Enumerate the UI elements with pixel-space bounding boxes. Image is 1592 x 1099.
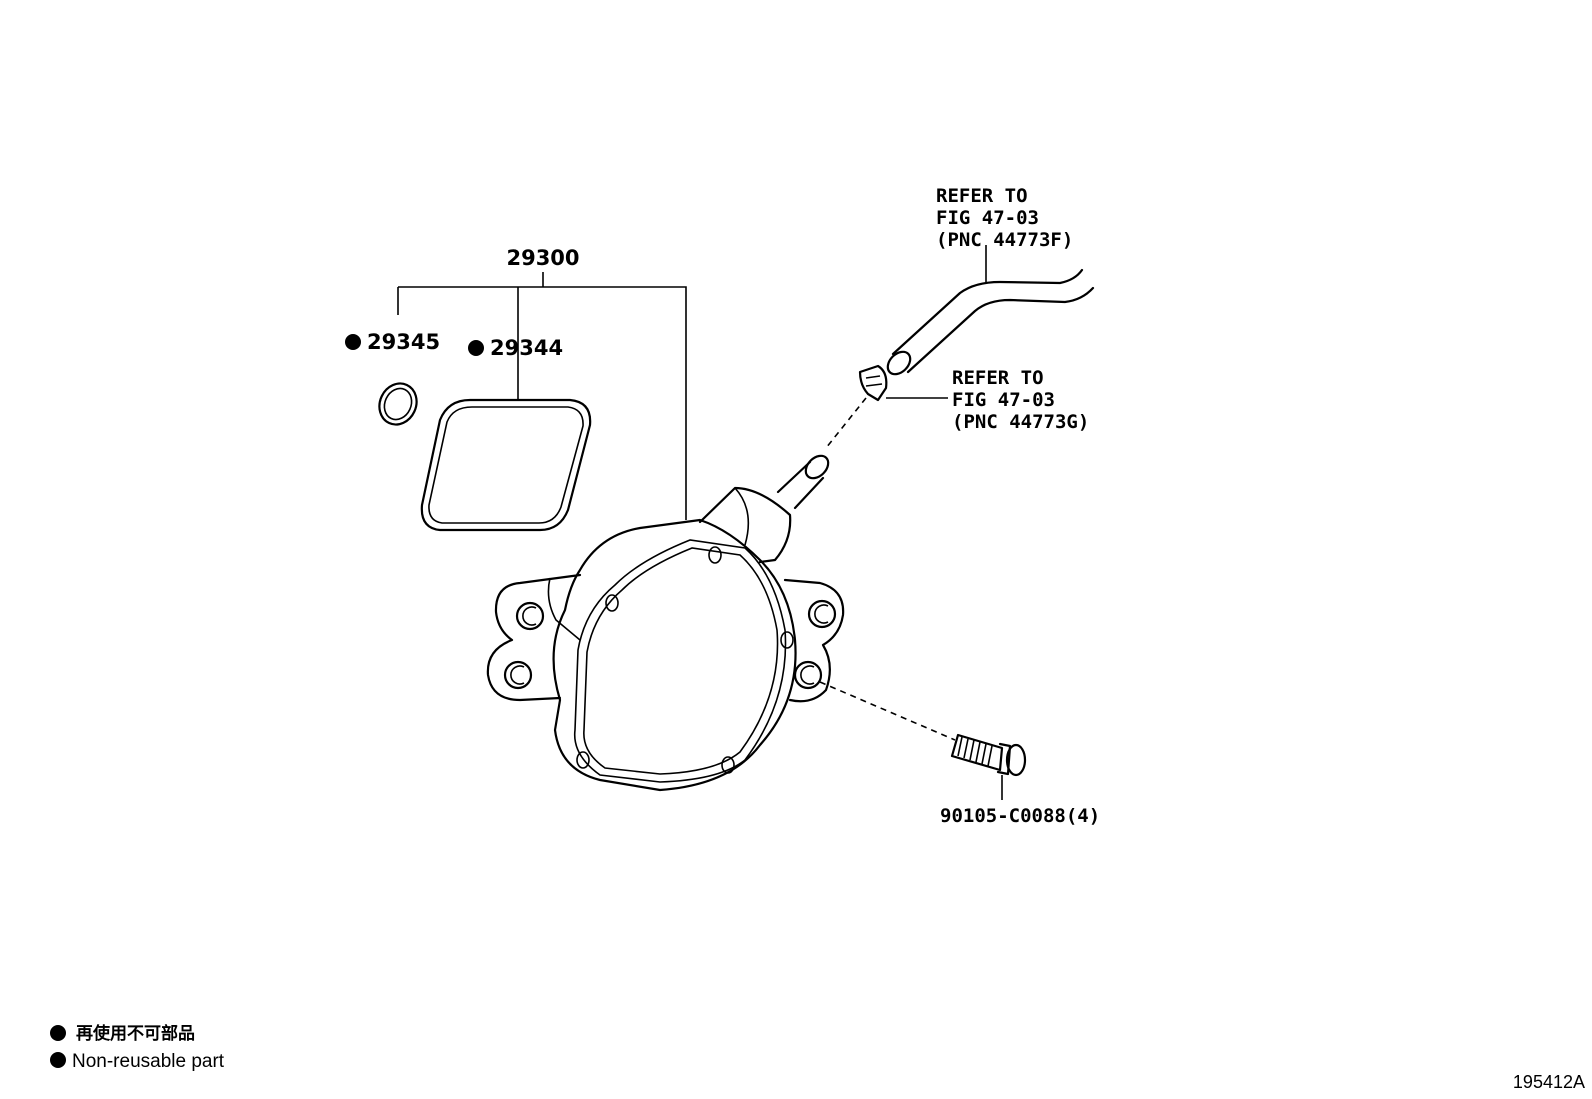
hose-ref-line3: (PNC 44773F)	[936, 229, 1073, 251]
figure-code: 195412A	[1513, 1072, 1585, 1092]
assembly-bracket	[397, 272, 687, 520]
bolt-icon	[819, 681, 1027, 800]
hose-clip-icon	[825, 364, 948, 449]
legend-japanese: 再使用不可部品	[76, 1023, 195, 1044]
hose-ref-line2: FIG 47-03	[936, 207, 1039, 229]
clip-ref-line2: FIG 47-03	[952, 389, 1055, 411]
part-number-29300: 29300	[506, 246, 579, 270]
clip-ref-line1: REFER TO	[952, 367, 1044, 389]
gasket-icon	[420, 398, 592, 532]
non-reusable-marker-icon	[50, 1025, 66, 1041]
non-reusable-marker-icon	[345, 334, 361, 350]
non-reusable-marker-icon	[50, 1052, 66, 1068]
non-reusable-marker-icon	[468, 340, 484, 356]
vacuum-pump-icon	[486, 454, 845, 792]
vacuum-hose-icon	[886, 245, 1095, 376]
clip-ref-line3: (PNC 44773G)	[952, 411, 1089, 433]
oring-icon	[378, 382, 418, 426]
legend: 再使用不可部品 Non-reusable part	[50, 1023, 225, 1072]
legend-english: Non-reusable part	[72, 1051, 225, 1072]
part-number-bolt: 90105-C0088(4)	[940, 805, 1100, 827]
part-number-29345: 29345	[367, 330, 440, 354]
part-number-29344: 29344	[490, 336, 563, 360]
hose-ref-line1: REFER TO	[936, 185, 1028, 207]
